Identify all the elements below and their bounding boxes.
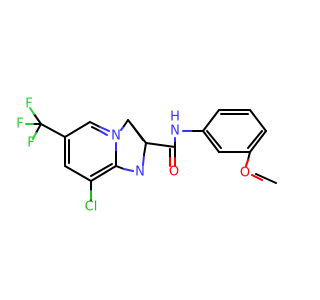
methoxy-oxygen-label: O (240, 166, 250, 181)
carbonyl-oxygen-label: O (169, 165, 179, 180)
fluorine-label-bottom: F (27, 136, 34, 151)
amide-hydrogen-label: H (170, 110, 180, 125)
carbon-bonds (40, 109, 277, 201)
fluorine-label-top: F (25, 97, 32, 112)
atom-labels: F F F N N Cl H N O O (16, 97, 250, 215)
molecule-structure: F F F N N Cl H N O O (16, 97, 277, 215)
chlorine-label: Cl (85, 200, 98, 215)
imidazole-nitrogen-label: N (135, 165, 145, 180)
hetero-bonds (25, 107, 263, 200)
bridgehead-nitrogen-label: N (111, 129, 121, 144)
amide-nitrogen-label: N (170, 124, 180, 139)
fluorine-label-left: F (16, 117, 23, 132)
